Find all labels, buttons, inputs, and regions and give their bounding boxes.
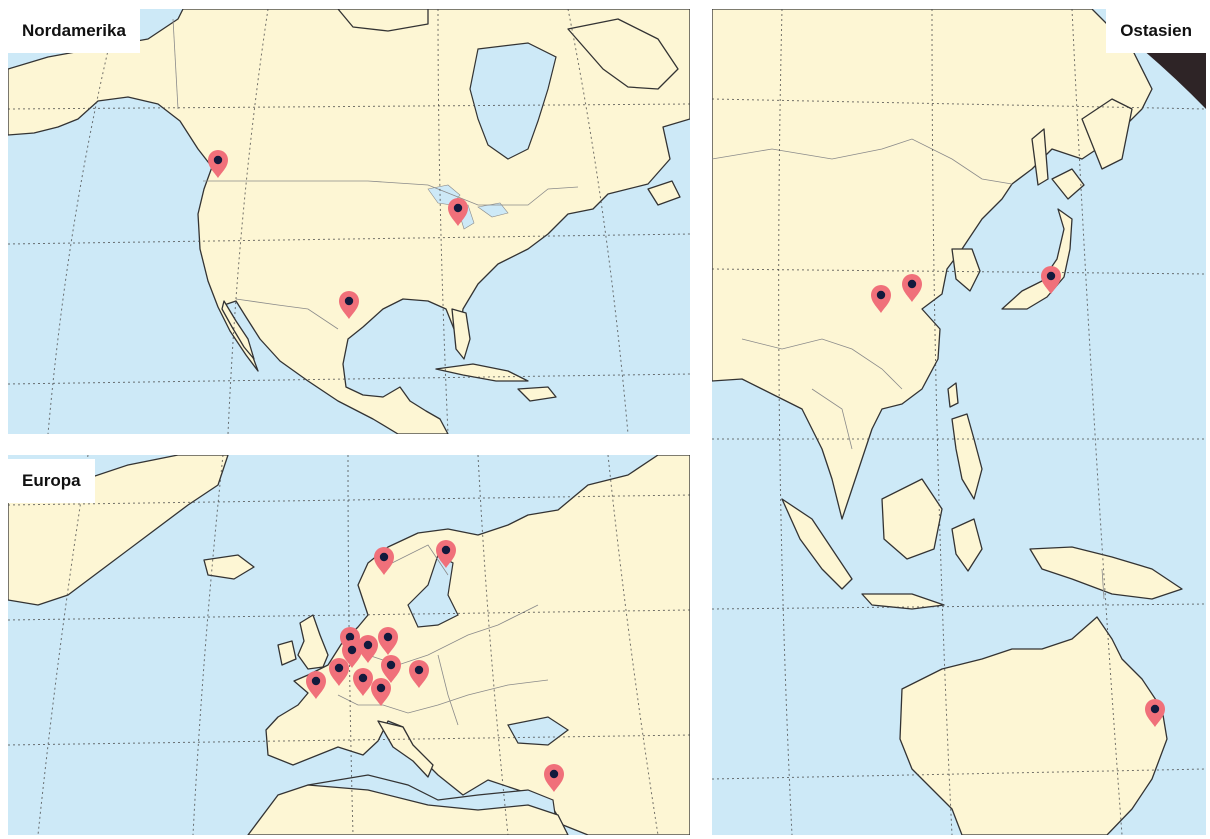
pins-ostasien <box>871 266 1165 727</box>
map-pin-paris[interactable] <box>329 658 349 686</box>
borneo <box>881 478 943 560</box>
map-edge-corner <box>1142 49 1206 109</box>
map-pin-vancouver[interactable] <box>208 150 228 178</box>
panel-title-nordamerika: Nordamerika <box>8 9 140 53</box>
map-pin-trondheim[interactable] <box>374 547 394 575</box>
map-pin-xian[interactable] <box>871 285 891 313</box>
philippines <box>951 413 983 500</box>
map-pin-tel-aviv[interactable] <box>544 764 564 792</box>
australia <box>899 616 1168 835</box>
hispaniola <box>517 386 557 402</box>
panel-title-europa: Europa <box>8 459 95 503</box>
map-pin-chicago[interactable] <box>448 198 468 226</box>
arctic-islands <box>337 9 429 32</box>
map-pin-qingdao[interactable] <box>902 274 922 302</box>
baffin-island <box>567 18 679 90</box>
north-africa <box>247 784 569 835</box>
new-guinea <box>1029 546 1183 600</box>
map-panel-ostasien[interactable]: Ostasien <box>712 9 1206 835</box>
sakhalin <box>1031 128 1049 186</box>
korea <box>951 248 981 292</box>
map-pin-brisbane[interactable] <box>1145 699 1165 727</box>
map-panel-nordamerika[interactable]: Nordamerika <box>8 9 690 434</box>
japan <box>1001 208 1073 310</box>
sulawesi <box>951 518 983 572</box>
baltic-sea <box>407 554 459 628</box>
kamchatka <box>1081 98 1133 170</box>
iceland <box>203 554 255 580</box>
baja-california <box>221 300 255 360</box>
florida <box>451 308 471 360</box>
ireland <box>277 640 297 666</box>
map-europa <box>8 455 690 835</box>
italy <box>377 720 434 778</box>
black-sea <box>507 716 570 746</box>
map-pin-brussels[interactable] <box>342 640 362 668</box>
map-pin-koeln[interactable] <box>358 635 378 663</box>
map-pin-hamburg[interactable] <box>378 627 398 655</box>
map-panel-europa[interactable]: Europa <box>8 455 690 835</box>
pins-europa <box>306 540 564 792</box>
hokkaido <box>1051 168 1085 200</box>
map-pin-nuernberg[interactable] <box>381 655 401 683</box>
pins-nordamerika <box>208 150 468 319</box>
map-pin-muenchen[interactable] <box>371 678 391 706</box>
map-pin-houston[interactable] <box>339 291 359 319</box>
north-america-land <box>8 9 690 434</box>
newfoundland <box>647 180 681 206</box>
map-pin-nantes[interactable] <box>306 671 326 699</box>
map-pin-strasbourg[interactable] <box>353 668 373 696</box>
map-pin-wien[interactable] <box>409 660 429 688</box>
hudson-bay <box>469 42 557 160</box>
panel-title-ostasien: Ostasien <box>1106 9 1206 53</box>
map-pin-lulea[interactable] <box>436 540 456 568</box>
sumatra <box>781 498 853 590</box>
map-pin-tokyo[interactable] <box>1041 266 1061 294</box>
europe-land <box>265 455 690 835</box>
cuba <box>435 363 529 382</box>
map-nordamerika <box>8 9 690 434</box>
great-britain <box>297 614 329 670</box>
taiwan <box>947 382 959 408</box>
map-ostasien <box>712 9 1206 835</box>
